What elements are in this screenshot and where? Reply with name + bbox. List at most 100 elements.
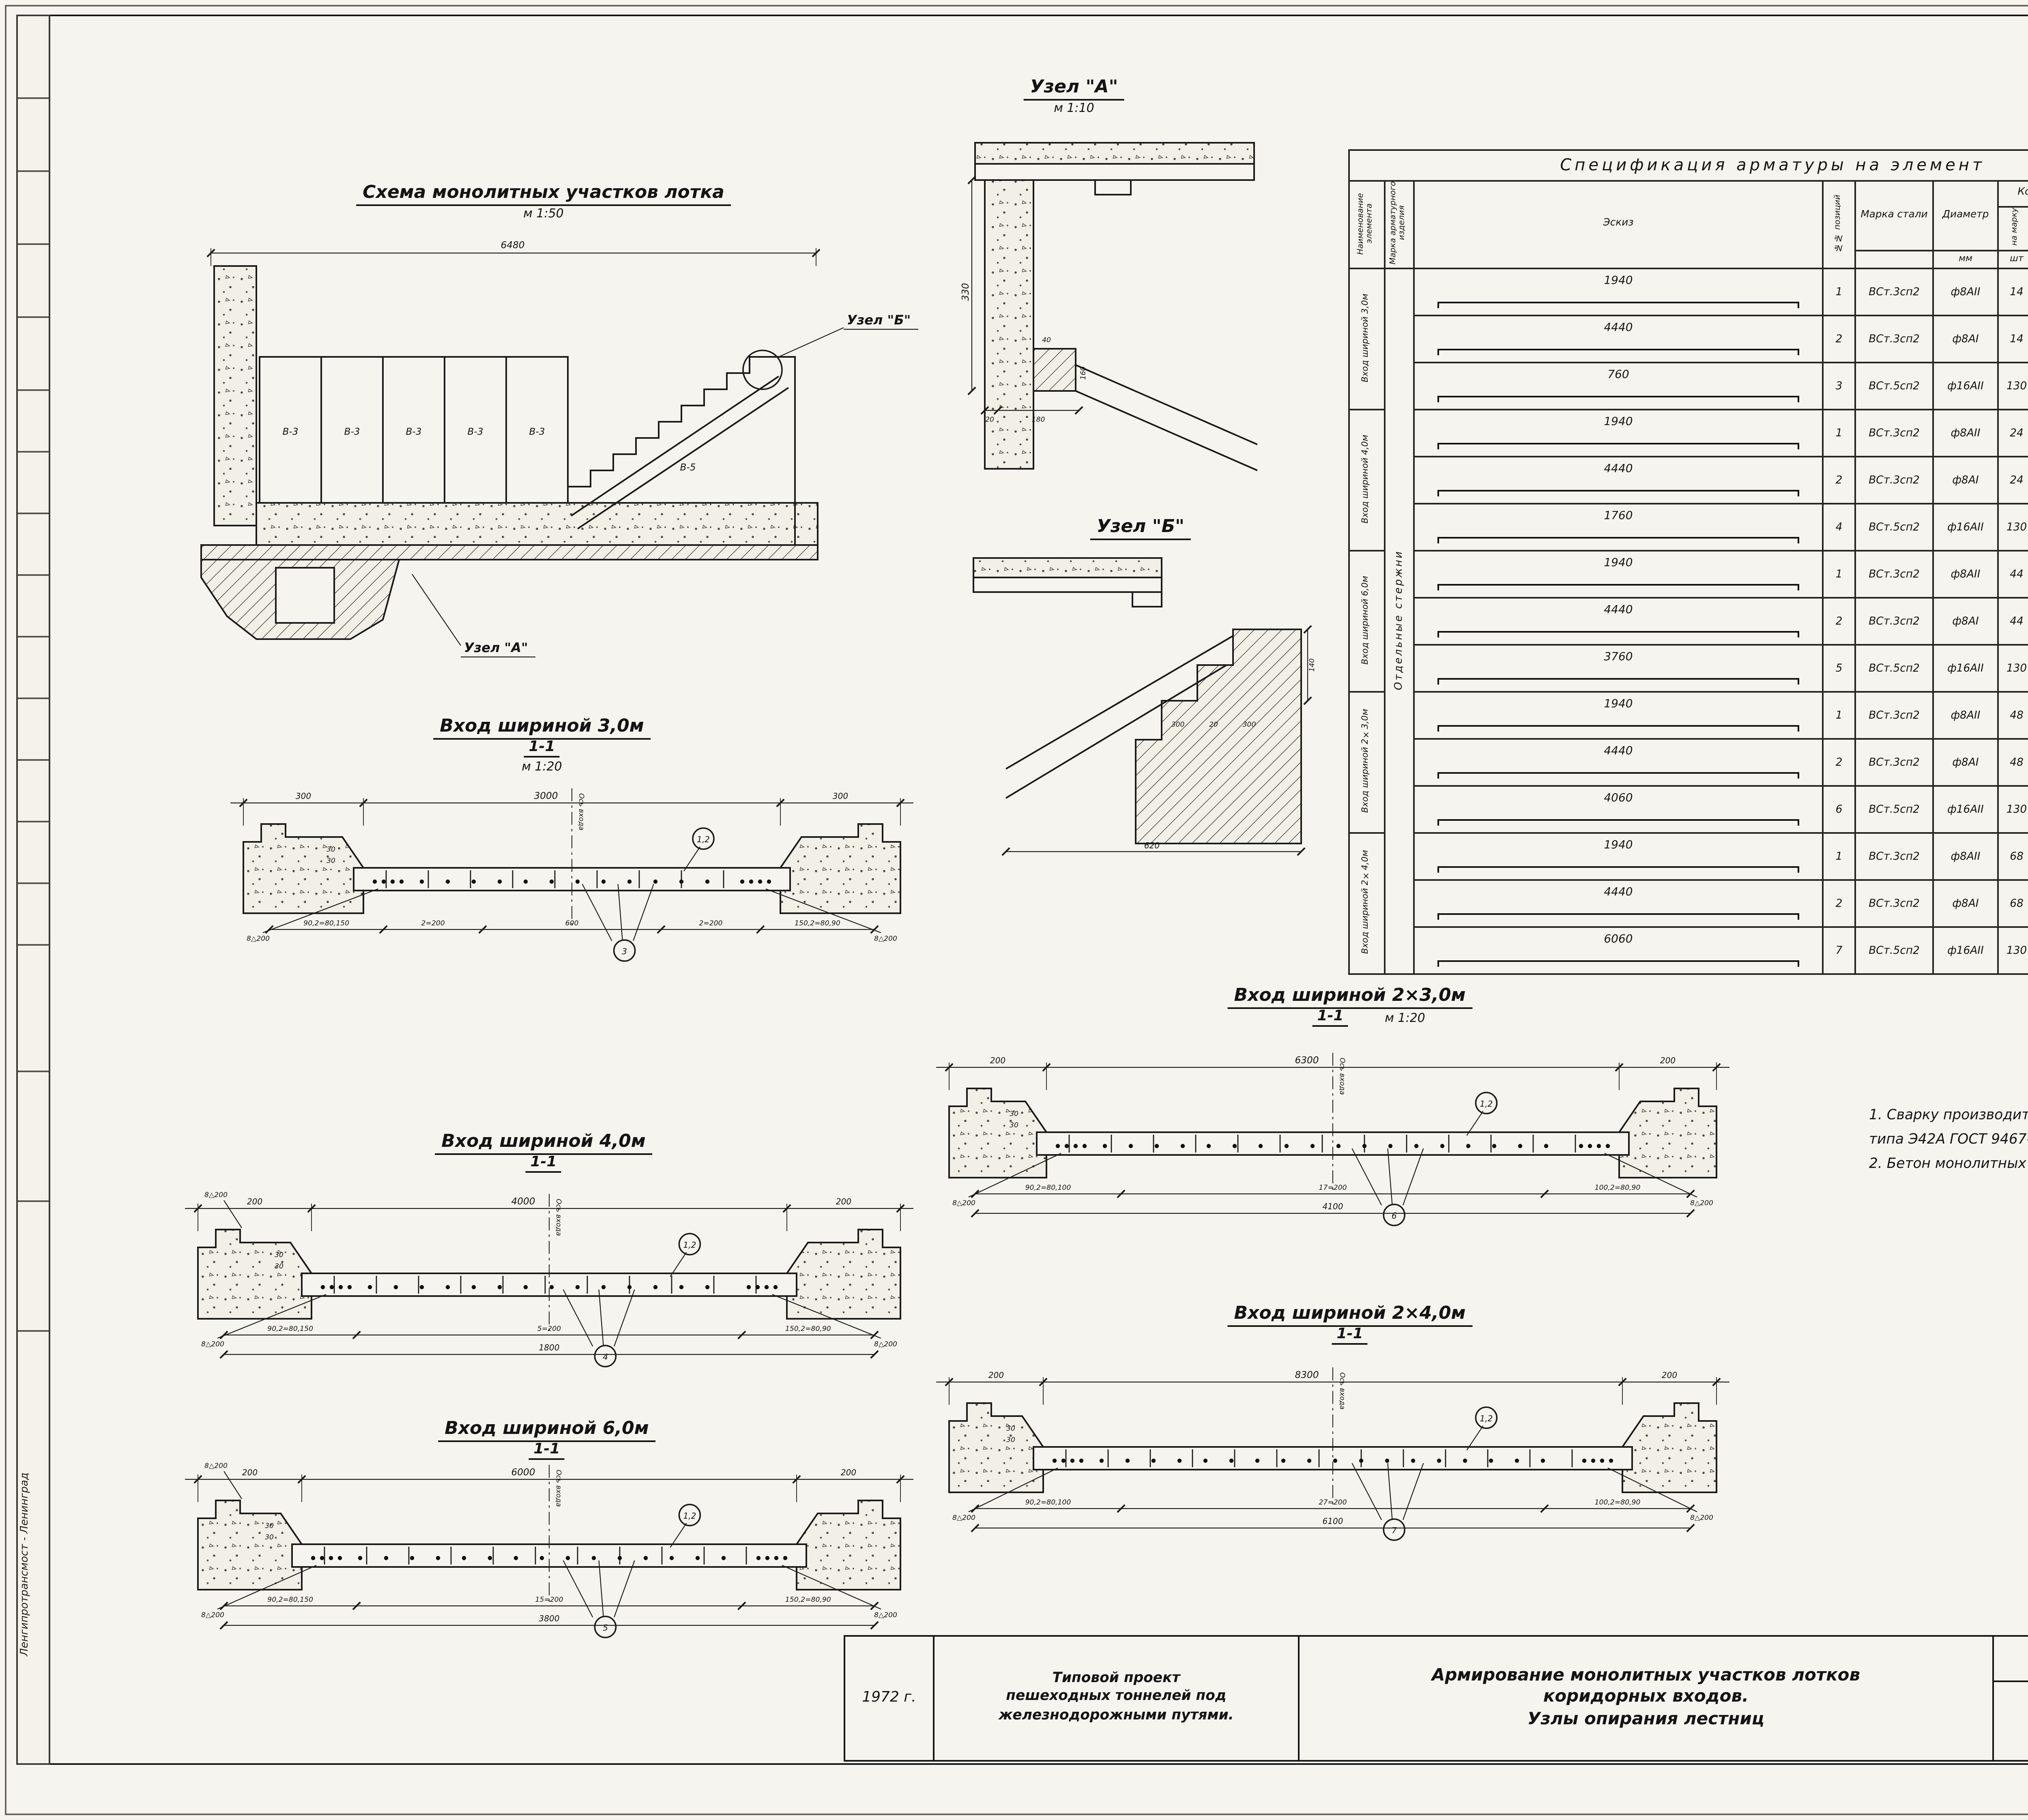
stamp-divider <box>18 698 49 699</box>
svg-text:8△200: 8△200 <box>201 1611 224 1619</box>
spec-row: 44402ВСт.3сп2ф8АI68684440301,9ф8АI433,81… <box>1349 879 2028 928</box>
spec-cell: ВСт.3сп2 <box>1854 268 1934 316</box>
node-a-drawing: 330 40 160 20 180 <box>960 142 1258 471</box>
spec-row: Вход шириной 2×4,0м19401ВСт.3сп2ф8АII686… <box>1348 832 2028 975</box>
spec-cell: ф16АII <box>1932 926 1999 975</box>
svg-text:3: 3 <box>622 946 627 956</box>
spec-cell: ВСт.3сп2 <box>1854 456 1934 504</box>
spec-cell: ф8АI <box>1932 738 1999 787</box>
svg-text:8△200: 8△200 <box>874 1340 897 1348</box>
svg-text:200: 200 <box>242 1468 258 1477</box>
node-b-dim: 300 <box>1243 721 1256 729</box>
spec-cell: 1940 <box>1413 409 1824 457</box>
spec-cell: 14 <box>1997 268 2028 316</box>
spec-cell: 2 <box>1822 456 1856 504</box>
section-title: Вход шириной 2×4,0м <box>1227 1303 1472 1327</box>
spec-cell: ВСт.3сп2 <box>1854 691 1934 740</box>
svg-text:30: 30 <box>327 846 335 854</box>
spec-row: 44402ВСт.3сп2ф8АI48484440213,1ф8АI306,21… <box>1349 738 2028 787</box>
svg-text:4000: 4000 <box>511 1196 535 1207</box>
svg-text:30: 30 <box>265 1522 274 1530</box>
spec-cell: 68 <box>1997 832 2028 881</box>
node-a-dim: 180 <box>1032 416 1045 424</box>
svg-text:300: 300 <box>296 791 311 801</box>
svg-text:1,2: 1,2 <box>1480 1099 1493 1109</box>
node-b-callout: Узел "Б" <box>847 312 911 328</box>
spec-row: 44402ВСт.3сп2ф8АI1414444062,2ф8АI89,435,… <box>1349 315 2028 363</box>
spec-row: Вход шириной 6,0м19401ВСт.3сп2ф8АII44441… <box>1348 550 2028 693</box>
svg-text:8△200: 8△200 <box>247 935 270 943</box>
spec-cell: ВСт.5сп2 <box>1854 926 1934 975</box>
spec-cell: 760 <box>1413 362 1824 410</box>
node-a-dim: 160 <box>1079 367 1087 380</box>
svg-text:8△200: 8△200 <box>952 1514 975 1522</box>
col-qty: Кол-во <box>1997 180 2028 208</box>
svg-text:6300: 6300 <box>1295 1055 1319 1066</box>
svg-text:5: 5 <box>603 1623 608 1633</box>
col-pos: №№ позиций <box>1822 180 1856 269</box>
svg-text:90,2=80,100: 90,2=80,100 <box>1025 1498 1071 1507</box>
svg-text:Ось входа: Ось входа <box>577 793 585 831</box>
unit-cell: мм <box>1932 250 1999 269</box>
section-cut: 1-1 <box>525 1155 562 1173</box>
svg-text:8△200: 8△200 <box>1690 1514 1713 1522</box>
svg-text:7: 7 <box>1392 1526 1397 1535</box>
spec-cell: ВСт.3сп2 <box>1854 409 1934 457</box>
col-diam: Диаметр <box>1932 180 1999 251</box>
svg-text:30: 30 <box>265 1533 274 1541</box>
spec-cell: 6060 <box>1413 926 1824 975</box>
title-block-year: 1972 г. <box>845 1637 935 1760</box>
svg-text:27=200: 27=200 <box>1319 1498 1347 1507</box>
title-block-project: Типовой проект пешеходных тоннелей под ж… <box>935 1637 1300 1760</box>
spec-cell: ф8АII <box>1932 550 1999 599</box>
svg-text:15=200: 15=200 <box>535 1596 563 1604</box>
spec-cell: Вход шириной 4,0м <box>1348 409 1386 552</box>
spec-cell: 4 <box>1822 503 1856 552</box>
spec-cell: 1 <box>1822 832 1856 881</box>
spec-cell: Вход шириной 3,0м <box>1348 268 1386 410</box>
svg-text:Ось входа: Ось входа <box>554 1470 563 1507</box>
svg-text:Ось входа: Ось входа <box>554 1199 563 1236</box>
spec-row: 37605ВСт.5сп2ф16АII1301303760488,8ИтогоV… <box>1349 644 2028 693</box>
svg-text:150,2=80,90: 150,2=80,90 <box>795 919 840 927</box>
spec-cell: ф8АI <box>1932 315 1999 363</box>
svg-text:30: 30 <box>275 1251 284 1259</box>
svg-text:6100: 6100 <box>1323 1516 1343 1526</box>
spec-cell: 4440 <box>1413 879 1824 928</box>
svg-text:1800: 1800 <box>539 1343 560 1352</box>
stamp-divider <box>18 243 49 245</box>
svg-text:90,2=80,100: 90,2=80,100 <box>1025 1184 1071 1192</box>
node-b-title: Узел "Б" <box>1090 516 1191 540</box>
spec-cell: 44 <box>1997 550 2028 599</box>
svg-text:3000: 3000 <box>534 790 558 801</box>
svg-text:30: 30 <box>1006 1436 1015 1444</box>
unit-cell <box>1854 250 1934 269</box>
spec-cell: 2 <box>1822 738 1856 787</box>
spec-cell: 4440 <box>1413 315 1824 363</box>
svg-text:600: 600 <box>565 919 579 927</box>
spec-cell: ф8АII <box>1932 832 1999 881</box>
spec-cell: ф8АI <box>1932 879 1999 928</box>
spec-cell: 24 <box>1997 456 2028 504</box>
spec-cell: 4440 <box>1413 738 1824 787</box>
stamp-divider <box>18 1330 49 1332</box>
scheme-title: Схема монолитных участков лотка <box>356 182 731 206</box>
scheme-scale: м 1:50 <box>523 206 564 221</box>
spec-cell: 1940 <box>1413 550 1824 599</box>
spec-row: Вход шириной 4,0м19401ВСт.3сп2ф8АII24241… <box>1348 409 2028 552</box>
svg-text:30: 30 <box>1006 1425 1015 1433</box>
stamp-divider <box>18 759 49 761</box>
spec-cell: 68 <box>1997 879 2028 928</box>
node-b-dim: 620 <box>1144 841 1160 850</box>
svg-text:90,2=80,150: 90,2=80,150 <box>267 1325 313 1333</box>
spec-cell: 14 <box>1997 315 2028 363</box>
svg-text:6000: 6000 <box>511 1467 535 1478</box>
spec-cell: ВСт.3сп2 <box>1854 550 1934 599</box>
spec-cell: ф8АI <box>1932 456 1999 504</box>
svg-text:8△200: 8△200 <box>1690 1199 1713 1207</box>
unit-cell: шт <box>1997 250 2028 269</box>
